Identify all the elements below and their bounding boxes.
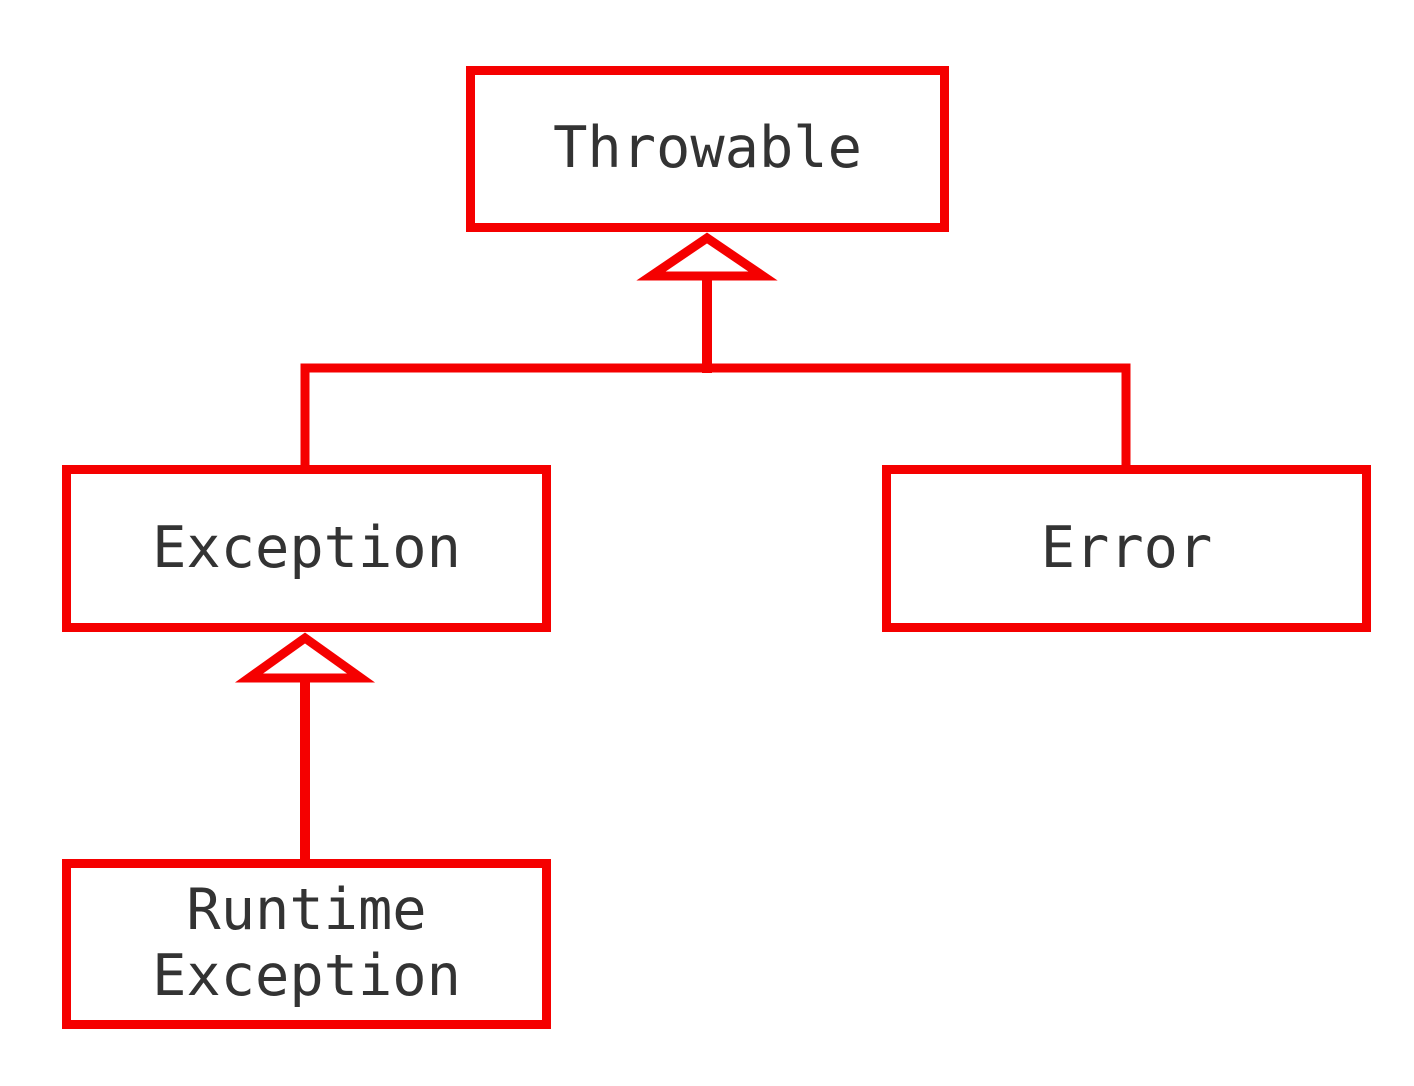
node-error-label: Error	[1040, 514, 1213, 581]
hollow-triangle-arrowhead-exception	[234, 632, 376, 683]
node-throwable: Throwable	[466, 66, 949, 232]
node-throwable-label: Throwable	[553, 115, 862, 182]
node-exception: Exception	[62, 465, 551, 632]
node-exception-label: Exception	[152, 514, 461, 581]
hollow-triangle-arrowhead-throwable	[636, 232, 778, 281]
node-runtime-exception: Runtime Exception	[62, 859, 551, 1029]
node-runtime-exception-label: Runtime Exception	[152, 877, 461, 1009]
edge-exception-error-branch	[300, 363, 1131, 470]
node-error: Error	[882, 465, 1371, 632]
